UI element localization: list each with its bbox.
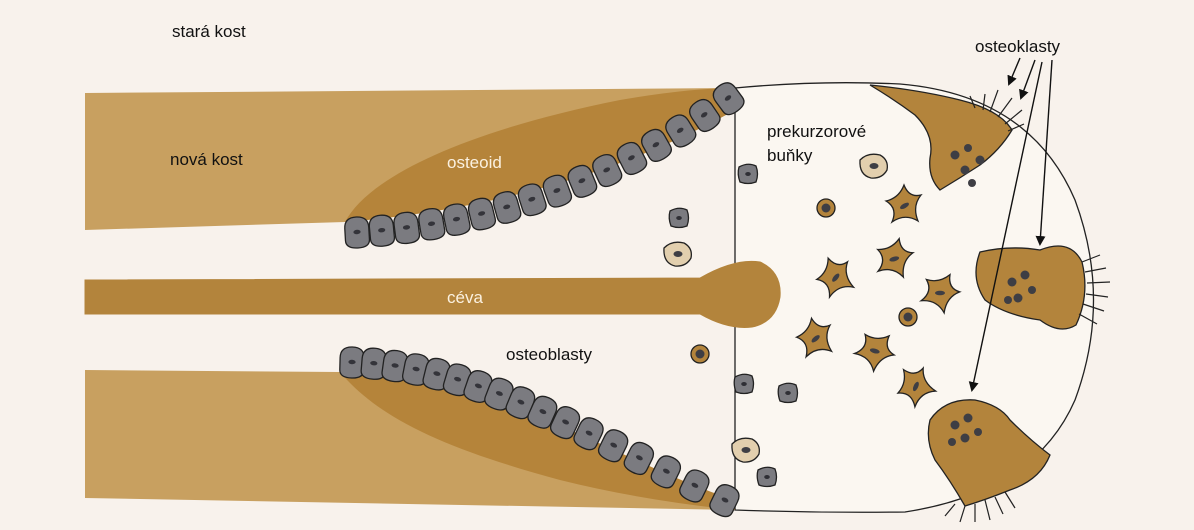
osteoblasts-label: osteoblasty [506, 345, 592, 364]
osteoclasts-label: osteoklasty [975, 37, 1061, 56]
osteoblast-cell [340, 347, 365, 379]
precursor-round-cell [899, 308, 917, 326]
precursor-grey-cell [738, 164, 757, 183]
precursor-grey-cell [778, 383, 797, 402]
new-bone-label: nová kost [170, 150, 243, 169]
precursor-grey-cell [669, 208, 688, 227]
precursor-cells-label-line1: prekurzorové [767, 122, 866, 141]
precursor-pale-cell [860, 154, 887, 178]
precursor-pale-cell [664, 242, 691, 266]
precursor-cells-label-line2: buňky [767, 146, 813, 165]
precursor-grey-cell [734, 374, 753, 393]
old-bone-label: stará kost [172, 22, 246, 41]
vessel-label: céva [447, 288, 483, 307]
osteoid-label: osteoid [447, 153, 502, 172]
osteoblast-cell [393, 211, 421, 245]
osteoblast-cell [368, 214, 395, 247]
precursor-pale-cell [732, 438, 759, 462]
precursor-round-cell [817, 199, 835, 217]
osteoblast-cell [344, 216, 370, 248]
precursor-round-cell [691, 345, 709, 363]
osteoblast-cell [442, 202, 472, 237]
blood-vessel [85, 261, 780, 327]
precursor-grey-cell [757, 467, 776, 486]
osteoblast-cell [417, 207, 446, 242]
